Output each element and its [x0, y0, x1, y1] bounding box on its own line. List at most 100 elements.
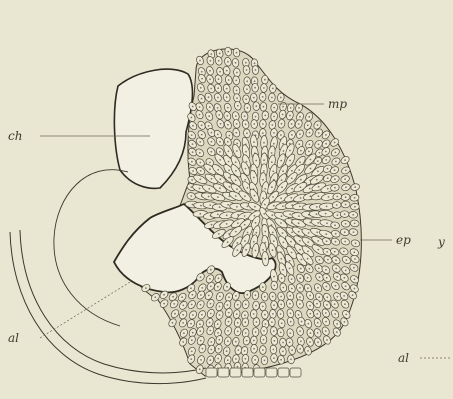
- cell-nucleus: [200, 87, 202, 89]
- cell-nucleus: [227, 241, 229, 243]
- cell-nucleus: [201, 98, 203, 100]
- cell-nucleus: [316, 231, 318, 233]
- cell-nucleus: [209, 278, 211, 280]
- cell-nucleus: [280, 304, 282, 306]
- cell-nucleus: [217, 323, 219, 325]
- cell-nucleus: [208, 96, 210, 98]
- cell-nucleus: [211, 178, 213, 180]
- cell-nucleus: [191, 351, 193, 353]
- cell-nucleus: [191, 117, 193, 119]
- cell-nucleus: [247, 232, 249, 234]
- cell-nucleus: [227, 204, 229, 206]
- cell-nucleus: [217, 214, 219, 216]
- cell-nucleus: [344, 213, 346, 215]
- cell-nucleus: [201, 314, 203, 316]
- cell-nucleus: [211, 141, 213, 143]
- cell-nucleus: [319, 152, 321, 154]
- cell-nucleus: [208, 115, 210, 117]
- cell-nucleus: [310, 159, 312, 161]
- cell-nucleus: [192, 125, 194, 127]
- cell-nucleus: [235, 80, 237, 82]
- cell-nucleus: [210, 53, 212, 55]
- cell-nucleus: [335, 233, 337, 235]
- cell-nucleus: [262, 306, 264, 308]
- cell-nucleus: [246, 161, 248, 163]
- label-al-right: al: [398, 351, 409, 365]
- cell-nucleus: [327, 188, 329, 190]
- cell-nucleus: [280, 359, 282, 361]
- cell-nucleus: [325, 159, 327, 161]
- cell-nucleus: [245, 249, 247, 251]
- cell-nucleus: [273, 205, 275, 207]
- cell-nucleus: [354, 288, 356, 290]
- cell-nucleus: [264, 115, 266, 117]
- cell-nucleus: [219, 187, 221, 189]
- cell-nucleus: [289, 213, 291, 215]
- cell-nucleus: [145, 287, 147, 289]
- cell-nucleus: [318, 195, 320, 197]
- cell-nucleus: [325, 143, 327, 145]
- cell-nucleus: [317, 160, 319, 162]
- cell-nucleus: [327, 259, 329, 261]
- cell-nucleus: [263, 330, 265, 332]
- cell-nucleus: [273, 357, 275, 359]
- cell-nucleus: [291, 349, 293, 351]
- cell-nucleus: [335, 285, 337, 287]
- cell-nucleus: [307, 258, 309, 260]
- cell-nucleus: [255, 116, 257, 118]
- cell-nucleus: [254, 80, 256, 82]
- duct-cell: [206, 368, 217, 377]
- cell-nucleus: [202, 348, 204, 350]
- cell-nucleus: [236, 249, 238, 251]
- cell-nucleus: [344, 241, 346, 243]
- cell-nucleus: [163, 303, 165, 305]
- cell-nucleus: [254, 206, 256, 208]
- cell-nucleus: [181, 296, 183, 298]
- cell-nucleus: [200, 340, 202, 342]
- cell-nucleus: [173, 303, 175, 305]
- cell-nucleus: [345, 223, 347, 225]
- cell-nucleus: [335, 268, 337, 270]
- cell-nucleus: [353, 231, 355, 233]
- cell-nucleus: [217, 87, 219, 89]
- cell-nucleus: [253, 348, 255, 350]
- cell-nucleus: [282, 106, 284, 108]
- cell-nucleus: [272, 249, 274, 251]
- cell-nucleus: [227, 304, 229, 306]
- cell-nucleus: [253, 340, 255, 342]
- cell-nucleus: [345, 270, 347, 272]
- cell-nucleus: [229, 186, 231, 188]
- cell-nucleus: [354, 197, 356, 199]
- cell-nucleus: [255, 232, 257, 234]
- cell-nucleus: [289, 332, 291, 334]
- cell-nucleus: [200, 294, 202, 296]
- cell-nucleus: [298, 143, 300, 145]
- cell-nucleus: [209, 322, 211, 324]
- cell-nucleus: [228, 169, 230, 171]
- cell-nucleus: [354, 186, 356, 188]
- cell-nucleus: [290, 241, 292, 243]
- cell-nucleus: [344, 303, 346, 305]
- cell-nucleus: [308, 232, 310, 234]
- cell-nucleus: [244, 115, 246, 117]
- cell-nucleus: [344, 159, 346, 161]
- cell-nucleus: [246, 88, 248, 90]
- cell-nucleus: [237, 366, 239, 368]
- cell-nucleus: [273, 107, 275, 109]
- cell-nucleus: [352, 214, 354, 216]
- cell-nucleus: [247, 107, 249, 109]
- cell-nucleus: [298, 123, 300, 125]
- cell-nucleus: [246, 80, 248, 82]
- cell-nucleus: [344, 231, 346, 233]
- cell-nucleus: [182, 322, 184, 324]
- cell-nucleus: [317, 322, 319, 324]
- cell-nucleus: [235, 170, 237, 172]
- cell-nucleus: [190, 287, 192, 289]
- cell-nucleus: [237, 105, 239, 107]
- cell-nucleus: [228, 150, 230, 152]
- cell-nucleus: [235, 295, 237, 297]
- cell-nucleus: [199, 106, 201, 108]
- cell-nucleus: [227, 51, 229, 53]
- cell-nucleus: [300, 197, 302, 199]
- cell-nucleus: [309, 295, 311, 297]
